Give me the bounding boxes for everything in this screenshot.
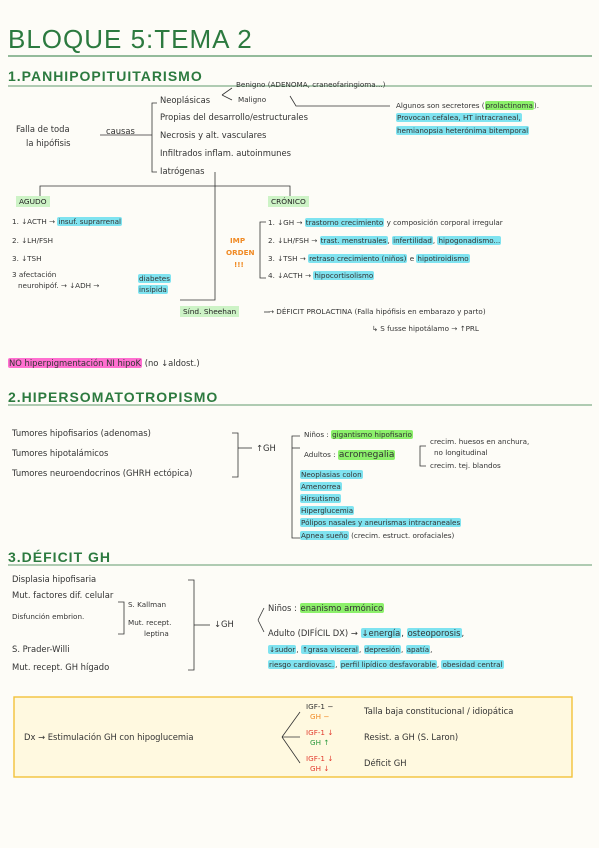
imp-label: IMP (230, 236, 246, 245)
hemianopsia-text: hemianopsia heterónima bitemporal (396, 126, 530, 135)
no-hiperpig: NO hiperpigmentación NI hipoK (no ↓aldos… (8, 358, 200, 368)
orden-label: ORDEN (226, 248, 255, 257)
dx-r3-res: Déficit GH (364, 758, 407, 768)
tumor-3: Tumores neuroendocrinos (GHRH ectópica) (12, 468, 193, 478)
cronico-1: 1. ↓GH → trastorno crecimiento y composi… (268, 218, 503, 227)
tumor-1: Tumores hipofisarios (adenomas) (12, 428, 151, 438)
dx-r2b: GH ↑ (310, 738, 330, 747)
dx-r3b: GH ↓ (310, 764, 330, 773)
dx-r3a: IGF-1 ↓ (306, 754, 334, 763)
cause-propias: Propias del desarrollo/estructurales (160, 112, 308, 122)
cronico-label: CRÓNICO (268, 196, 309, 207)
cause-neoplasicas: Neoplásicas (160, 95, 211, 105)
algunos-text: Algunos son secretores (prolactinoma). (396, 101, 539, 110)
dx-r2-res: Resist. a GH (S. Laron) (364, 732, 459, 742)
diabetes-hl: diabetes (138, 274, 171, 283)
agudo-label: AGUDO (16, 196, 50, 207)
crec-2: no longitudinal (434, 448, 488, 457)
excl-label: !!! (234, 260, 244, 269)
sheehan-label: Sínd. Sheehan (180, 306, 240, 317)
gh-up: ↑GH (256, 443, 276, 453)
section-2-heading: 2.HIPERSOMATOTROPISMO (8, 389, 219, 405)
gh-down: ↓GH (214, 619, 234, 629)
cause-mut-factores: Mut. factores dif. celular (12, 590, 114, 600)
provocan-text: Provocan cefalea, HT intracraneal, (396, 113, 522, 122)
list-5: Pólipos nasales y aneurismas intracranea… (300, 518, 462, 527)
cronico-3: 3. ↓TSH → retraso crecimiento (niños) e … (268, 254, 470, 263)
dx-r1a: IGF-1 − (306, 702, 334, 711)
agudo-4a: 3 afectación (12, 270, 57, 279)
adulto-s3-3: riesgo cardiovasc., perfil lipídico desf… (268, 660, 504, 669)
adulto-s3-2: ↓sudor, ↑grasa visceral, depresión, apat… (268, 645, 433, 654)
agudo-1: 1. ↓ACTH → insuf. suprarrenal (12, 217, 123, 226)
cause-necrosis: Necrosis y alt. vasculares (160, 130, 267, 140)
list-4: Hiperglucemia (300, 506, 355, 515)
tumor-2: Tumores hipotalámicos (12, 448, 109, 458)
list-1: Neoplasias colon (300, 470, 363, 479)
mut-recept: Mut. recept. (128, 618, 172, 627)
dx-r1-res: Talla baja constitucional / idiopática (364, 706, 514, 716)
list-3: Hirsutismo (300, 494, 341, 503)
cronico-4: 4. ↓ACTH → hipocortisolismo (268, 271, 375, 280)
list-6: Apnea sueño (crecim. estruct. orofaciale… (300, 531, 455, 540)
crec-1: crecim. huesos en anchura, (430, 437, 530, 446)
dx-r1b: GH − (310, 712, 330, 721)
page-title: BLOQUE 5:TEMA 2 (8, 24, 253, 54)
agudo-4b: neurohipóf. → ↓ADH → (18, 281, 100, 290)
sheehan-text: → DÉFICIT PROLACTINA (Falla hipófisis en… (268, 307, 486, 316)
insipida-hl: insípida (138, 285, 168, 294)
benigno-text: Benigno (ADENOMA, craneofaringioma...) (236, 80, 386, 89)
cause-iatrogenas: Iatrógenas (160, 166, 205, 176)
cause-infiltrados: Infiltrados inflam. autoinmunes (160, 148, 292, 158)
dx-main: Dx → Estimulación GH con hipoglucemia (24, 732, 194, 742)
cronico-2: 2. ↓LH/FSH → trast. menstruales, inferti… (268, 236, 502, 245)
cause-displasia: Displasia hipofisaria (12, 574, 97, 584)
section-1-heading: 1.PANHIPOPITUITARISMO (8, 68, 203, 84)
falla-text: Falla de toda (16, 124, 70, 134)
hipofisis-text: la hipófisis (26, 138, 71, 148)
leptina: leptina (144, 629, 169, 638)
list-2: Amenorrea (300, 482, 342, 491)
causas-label: causas (106, 126, 135, 136)
agudo-2: 2. ↓LH/FSH (12, 236, 53, 245)
section-3-heading: 3.DÉFICIT GH (8, 549, 112, 565)
maligno-text: Maligno (238, 95, 267, 104)
sheehan-note: ↳ S fusse hipotálamo → ↑PRL (372, 324, 479, 333)
crec-3: crecim. tej. blandos (430, 461, 501, 470)
prolactinoma-hl: prolactinoma (484, 101, 534, 110)
adulto-s3: Adulto (DIFÍCIL DX) → ↓energía, osteopor… (268, 628, 465, 638)
ninos-s3: Niños : enanismo armónico (268, 603, 385, 613)
prader-willi: S. Prader-Willi (12, 644, 70, 654)
ninos-line: Niños : gigantismo hipofisario (304, 430, 413, 439)
mut-recept-gh: Mut. recept. GH hígado (12, 662, 110, 672)
agudo-3: 3. ↓TSH (12, 254, 42, 263)
cause-disfuncion: Disfunción embrion. (12, 612, 85, 621)
kallman: S. Kallman (128, 600, 167, 609)
adultos-line: Adultos : acromegalia (304, 450, 396, 460)
dx-r2a: IGF-1 ↓ (306, 728, 334, 737)
